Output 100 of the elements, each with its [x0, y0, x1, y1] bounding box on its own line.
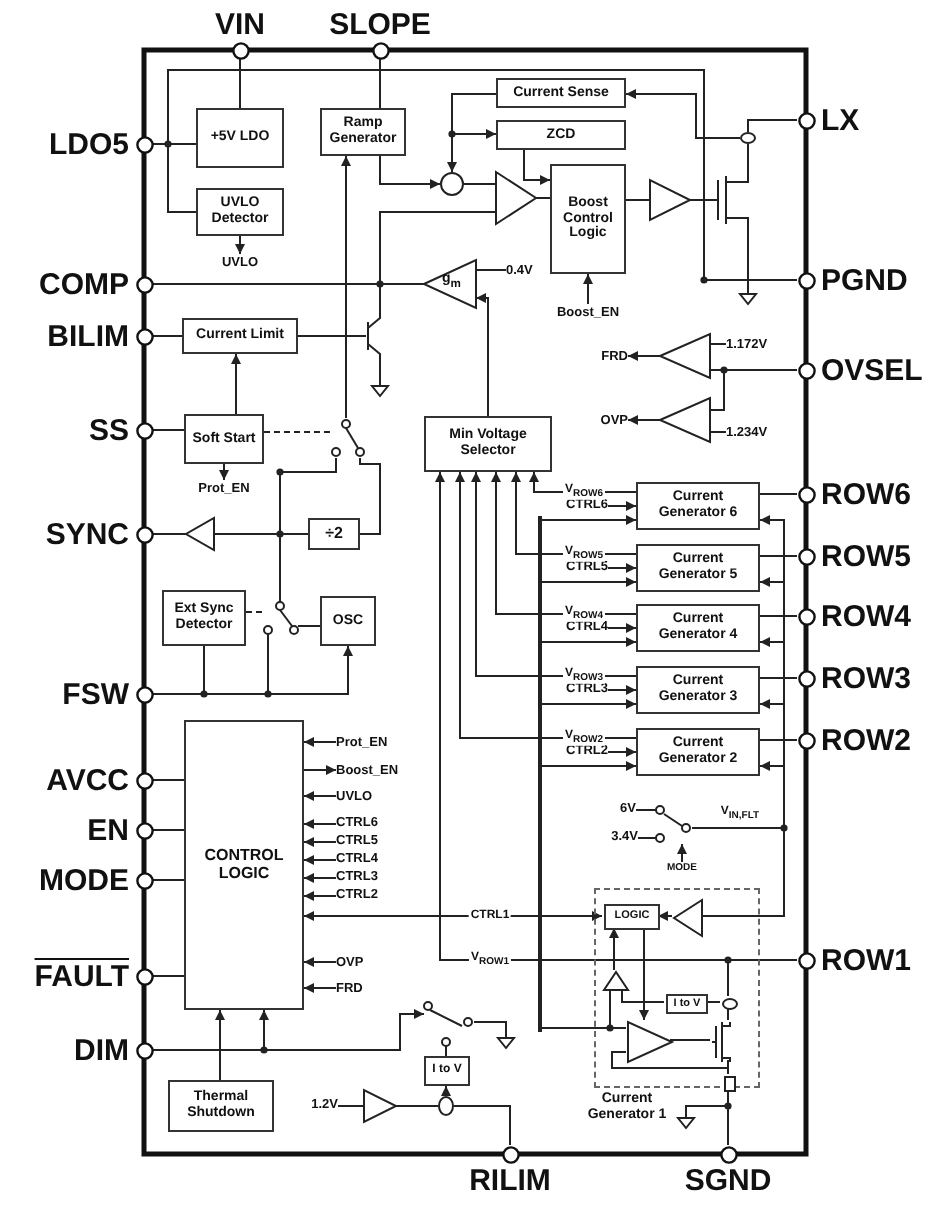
arrow: [451, 93, 497, 139]
connector-line: [152, 829, 185, 831]
connector-line: [689, 199, 715, 201]
arrow: [677, 843, 687, 863]
function-block: [184, 720, 304, 1010]
connector-line: [709, 343, 727, 345]
function-block: [636, 482, 760, 530]
pin-label: VIN: [214, 7, 265, 41]
pin-label: ROW4: [819, 599, 911, 633]
function-block: [496, 120, 626, 150]
arrow: [341, 155, 351, 419]
pin-label: FAULT: [34, 959, 131, 993]
pin-label: EN: [87, 813, 131, 847]
connector-line: [297, 625, 321, 627]
pin-label: SLOPE: [329, 7, 431, 41]
arrow: [607, 501, 637, 511]
arrow: [215, 1009, 225, 1081]
pin-label: SS: [88, 413, 131, 447]
arrow: [303, 873, 337, 883]
pin-label: MODE: [39, 863, 131, 897]
function-block: [196, 108, 284, 168]
arrow: [455, 471, 637, 739]
pin-label: ROW2: [819, 723, 911, 757]
function-block: [496, 78, 626, 108]
arrow: [625, 89, 741, 139]
arrow: [471, 471, 637, 677]
connector-line: [759, 493, 798, 495]
pin-label: COMP: [39, 267, 131, 301]
block-label: ÷2: [325, 525, 343, 543]
function-block: [320, 596, 376, 646]
connector-line: [669, 1039, 711, 1041]
arrow: [303, 983, 337, 993]
connector-line: [337, 1105, 365, 1107]
arrow: [441, 1085, 451, 1097]
function-block: [636, 544, 760, 592]
connector-line: [747, 143, 749, 169]
arrow: [609, 927, 619, 971]
connector-line: [759, 739, 798, 741]
dashed-link: [263, 431, 333, 433]
function-block: [424, 1056, 470, 1086]
connector-line: [759, 677, 798, 679]
connector-line: [445, 1045, 447, 1057]
dashed-link: [245, 611, 265, 613]
arrow: [491, 471, 637, 615]
arrow: [607, 685, 637, 695]
arrow: [541, 761, 637, 771]
arrow: [541, 515, 637, 525]
pin-label: DIM: [74, 1033, 131, 1067]
arrow: [657, 911, 673, 921]
connector-line: [759, 615, 798, 617]
function-block: [196, 188, 284, 236]
function-block: [666, 994, 708, 1014]
pin-label: SGND: [684, 1163, 772, 1197]
pin-label: RILIM: [469, 1163, 551, 1197]
arrow: [627, 415, 661, 425]
connector-line: [152, 283, 381, 317]
connector-line: [535, 197, 551, 199]
arrow: [303, 791, 337, 801]
connector-line: [379, 58, 381, 109]
connector-line: [152, 335, 183, 337]
arrow: [523, 149, 551, 185]
connector-line: [239, 58, 241, 109]
connector-line: [152, 975, 185, 977]
function-block: [168, 1080, 274, 1132]
connector-line: [611, 1051, 729, 1069]
connector-line: [379, 371, 381, 381]
arrow: [235, 235, 245, 255]
connector-line: [685, 1089, 729, 1113]
arrow: [541, 637, 637, 647]
pin-label: ROW5: [819, 539, 911, 573]
arrow: [303, 957, 337, 967]
connector-line: [152, 779, 185, 781]
connector-line: [637, 837, 657, 839]
connector-line: [759, 555, 798, 557]
connector-line: [453, 1105, 511, 1146]
pin-label: ROW1: [819, 943, 911, 977]
function-block: [636, 728, 760, 776]
arrow: [303, 855, 337, 865]
connector-line: [691, 827, 785, 917]
connector-line: [709, 369, 798, 411]
arrow: [379, 155, 441, 189]
arrow: [303, 911, 603, 921]
arrow: [607, 563, 637, 573]
arrow: [303, 837, 337, 847]
pin-label: LDO5: [48, 127, 131, 161]
arrow: [303, 891, 337, 901]
connector-line: [395, 1105, 439, 1107]
connector-line: [475, 269, 507, 271]
arrow: [607, 623, 637, 633]
function-block: [320, 108, 406, 156]
arrow: [541, 577, 637, 587]
function-block: [636, 666, 760, 714]
arrow: [152, 1009, 425, 1051]
pin-label: OVSEL: [819, 353, 923, 387]
connector-line: [279, 533, 309, 603]
connector-line: [473, 1021, 507, 1033]
function-block: [604, 904, 660, 930]
connector-line: [747, 119, 798, 133]
arrow: [541, 699, 637, 709]
pin-label: PGND: [819, 263, 908, 297]
